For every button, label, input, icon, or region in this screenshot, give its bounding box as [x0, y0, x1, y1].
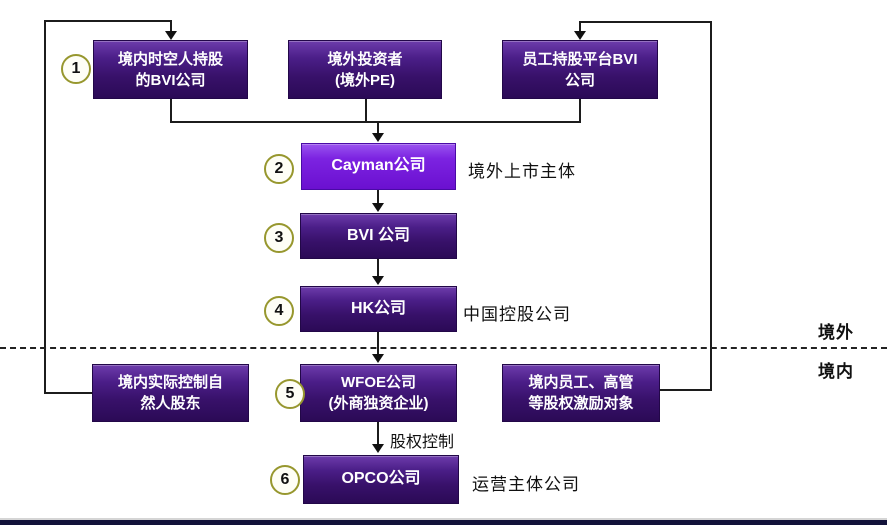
connector-bus	[170, 121, 581, 123]
connector-left-to-shareholder	[44, 392, 93, 394]
note-operating-entity: 运营主体公司	[472, 475, 580, 494]
node-domestic-shareholder: 境内实际控制自 然人股东	[92, 364, 249, 422]
node-cayman: Cayman公司	[301, 143, 456, 190]
offshore-onshore-divider	[0, 347, 887, 349]
connector-into-box1	[170, 20, 172, 34]
connector-left-vertical	[44, 20, 46, 394]
badge-2: 2	[264, 154, 294, 184]
connector-bus-to-cayman	[377, 121, 379, 135]
connector-right-top	[580, 21, 712, 23]
arrowhead-cayman	[372, 133, 384, 142]
arrowhead-opco	[372, 444, 384, 453]
connector-box1-stub	[170, 99, 172, 123]
connector-bvi-hk	[377, 259, 379, 278]
connector-cayman-bvi	[377, 190, 379, 205]
connector-right-to-targets	[659, 389, 712, 391]
badge-3: 3	[264, 223, 294, 253]
note-offshore-listing-entity: 境外上市主体	[468, 162, 576, 181]
connector-left-top	[44, 20, 172, 22]
connector-wfoe-opco	[377, 422, 379, 447]
label-equity-control: 股权控制	[390, 434, 455, 451]
note-china-holding: 中国控股公司	[463, 305, 571, 324]
node-hk: HK公司	[300, 286, 457, 332]
connector-box3-stub	[579, 99, 581, 123]
arrowhead-bvi	[372, 203, 384, 212]
arrowhead-box1	[165, 31, 177, 40]
node-esop-bvi: 员工持股平台BVI 公司	[502, 40, 658, 99]
badge-5: 5	[275, 379, 305, 409]
node-wfoe: WFOE公司 (外商独资企业)	[300, 364, 457, 422]
bottom-divider	[0, 518, 887, 520]
connector-right-vertical	[710, 21, 712, 391]
node-offshore-investors: 境外投资者 (境外PE)	[288, 40, 442, 99]
connector-box2-stub	[365, 99, 367, 123]
connector-into-box3	[579, 21, 581, 34]
node-opco: OPCO公司	[303, 455, 459, 504]
bottom-bar	[0, 520, 887, 525]
badge-1: 1	[61, 54, 91, 84]
label-offshore: 境外	[818, 323, 854, 342]
node-incentive-targets: 境内员工、高管 等股权激励对象	[502, 364, 660, 422]
badge-6: 6	[270, 465, 300, 495]
arrowhead-box3	[574, 31, 586, 40]
connector-hk-wfoe	[377, 332, 379, 357]
arrowhead-wfoe	[372, 354, 384, 363]
arrowhead-hk	[372, 276, 384, 285]
label-onshore: 境内	[818, 362, 854, 381]
badge-4: 4	[264, 296, 294, 326]
node-bvi: BVI 公司	[300, 213, 457, 259]
node-domestic-bvi-holding: 境内时空人持股 的BVI公司	[93, 40, 248, 99]
